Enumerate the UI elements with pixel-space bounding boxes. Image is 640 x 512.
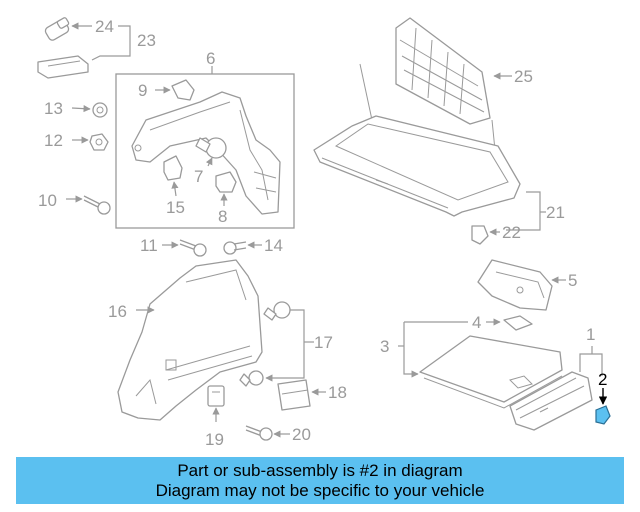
callout-6: 6: [206, 49, 215, 68]
callout-10: 10: [38, 191, 57, 210]
callout-14: 14: [264, 236, 283, 255]
part-20-bolt: [245, 425, 273, 441]
part-23-lamp-housing: [37, 55, 89, 79]
part-9-clip: [171, 79, 195, 101]
callout-18: 18: [328, 383, 347, 402]
part-24-bulb: [44, 17, 70, 41]
info-banner: Part or sub-assembly is #2 in diagram Di…: [16, 457, 624, 504]
callout-2: 2: [598, 370, 607, 389]
part-3-floor-board: [419, 335, 563, 409]
callout-9: 9: [138, 81, 147, 100]
part-16-side-trim-panel: [117, 259, 263, 421]
part-25-cargo-net: [359, 17, 497, 161]
part-2-clip-highlighted[interactable]: [595, 405, 611, 425]
callout-25: 25: [514, 67, 533, 86]
callout-3: 3: [380, 337, 389, 356]
callout-13: 13: [44, 99, 63, 118]
callout-21: 21: [546, 203, 565, 222]
callout-23: 23: [137, 31, 156, 50]
leader-23: [91, 25, 131, 61]
part-4-pad: [503, 315, 533, 331]
part-10-bolt: [83, 195, 111, 215]
part-17-pushpin-upper: [263, 301, 291, 321]
callout-8: 8: [218, 207, 227, 226]
part-22-hook: [471, 225, 489, 245]
part-11-bolt: [179, 239, 207, 257]
part-12-nut: [89, 133, 109, 151]
callout-1: 1: [586, 325, 595, 344]
callout-24: 24: [95, 17, 114, 36]
callout-17: 17: [314, 333, 333, 352]
callout-15: 15: [166, 198, 185, 217]
part-7-pushpin: [195, 137, 227, 159]
part-5-bracket: [477, 259, 553, 311]
callout-4: 4: [472, 313, 481, 332]
part-14-bolt: [223, 241, 247, 255]
callout-12: 12: [44, 131, 63, 150]
part-1-sill-plate: [509, 371, 593, 431]
part-17-pushpin-lower: [239, 370, 264, 387]
part-6-quarter-panel-bracket: [131, 91, 281, 215]
part-19-cover: [207, 385, 225, 407]
callout-11: 11: [140, 236, 158, 255]
callout-16: 16: [108, 302, 127, 321]
part-13-clip: [92, 102, 108, 118]
callout-7: 7: [194, 167, 203, 186]
part-18-plate: [277, 379, 311, 411]
callout-5: 5: [568, 271, 577, 290]
callout-22: 22: [502, 223, 521, 242]
callout-19: 19: [205, 430, 224, 449]
part-15-clip: [163, 155, 183, 181]
banner-line-part: Part or sub-assembly is #2 in diagram: [177, 460, 463, 480]
group-box-6: [115, 73, 295, 229]
part-21-tonneau-cover: [313, 115, 521, 217]
callout-20: 20: [292, 425, 311, 444]
part-8-clip: [215, 171, 237, 193]
banner-line-disclaimer: Diagram may not be specific to your vehi…: [155, 480, 485, 500]
